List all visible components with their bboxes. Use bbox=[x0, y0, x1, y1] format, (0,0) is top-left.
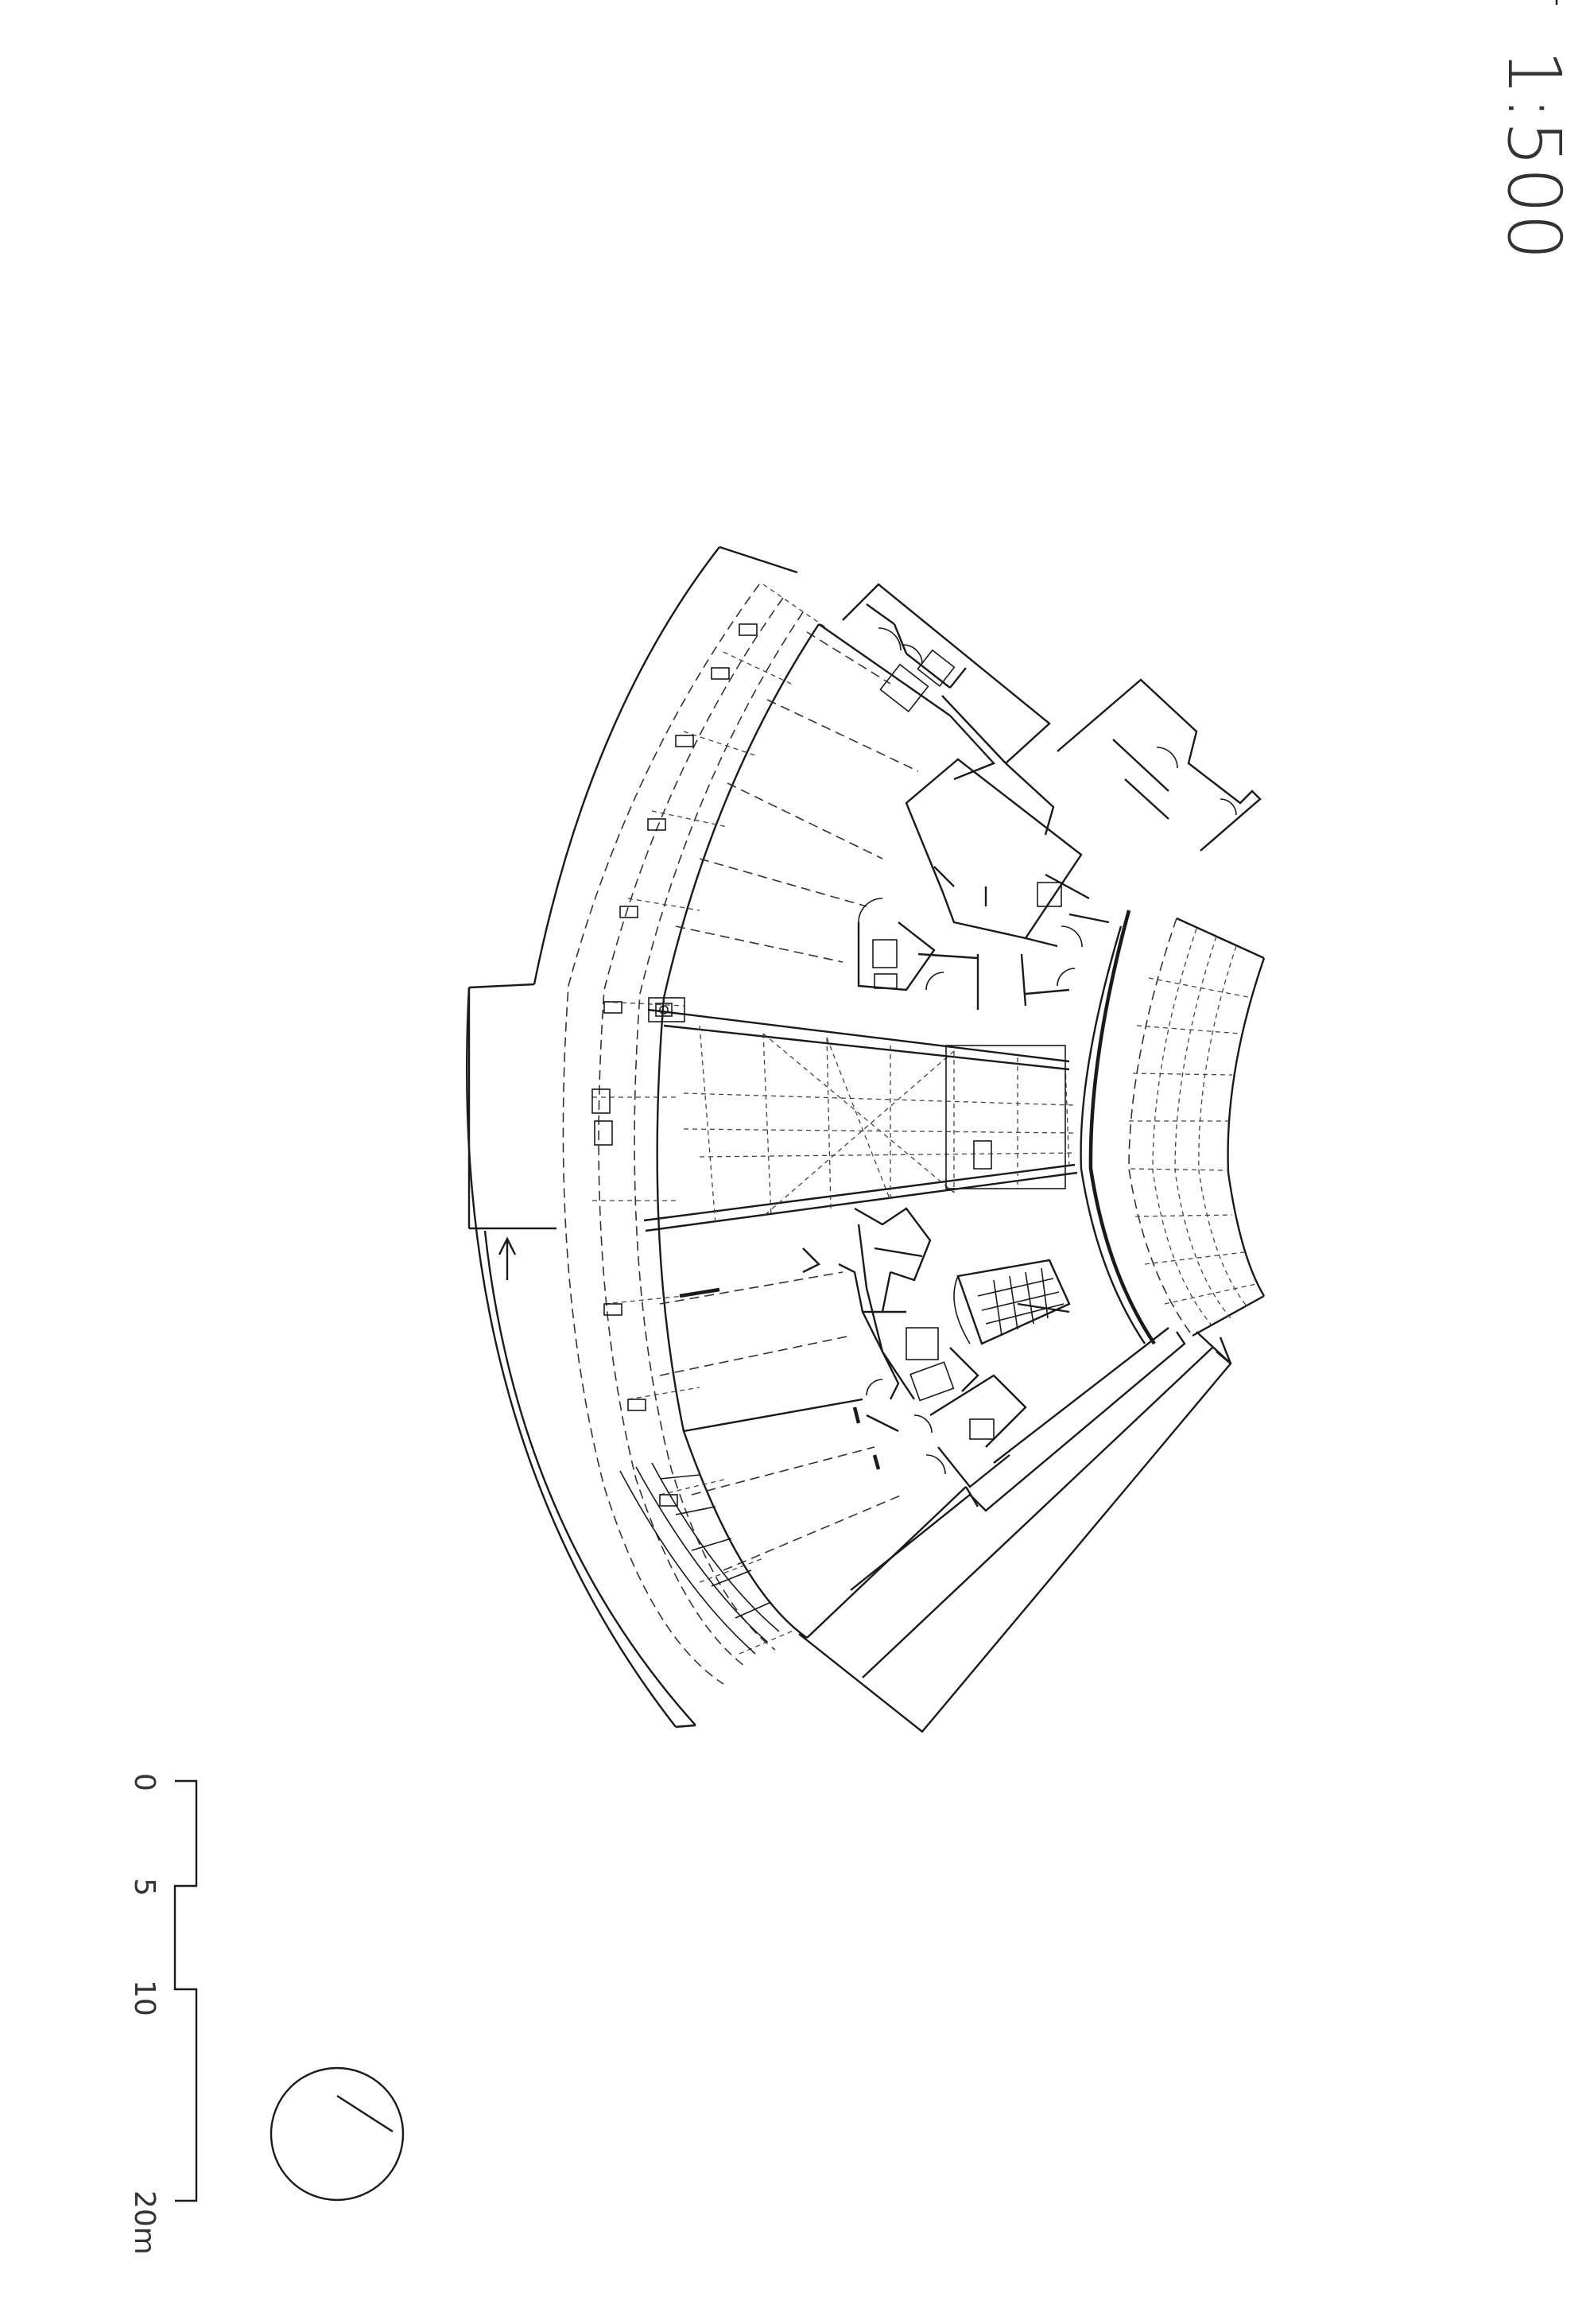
upper-wing-dashed-radials bbox=[675, 631, 919, 963]
outer-terrace-arc bbox=[483, 1230, 696, 1726]
scale-bar: 0 5 10 20m bbox=[128, 1773, 198, 2255]
lower-outer-wall bbox=[850, 1331, 1186, 1591]
central-hall bbox=[648, 997, 1076, 1225]
colonnade-arc-1 bbox=[562, 584, 760, 1685]
north-arrow-circle-icon bbox=[270, 2066, 405, 2202]
stair-landing bbox=[1017, 1302, 1070, 1313]
boundary-bottom-tip bbox=[675, 1724, 696, 1728]
colonnade-radials bbox=[592, 584, 828, 1655]
ramp-arrow-head bbox=[1216, 1351, 1231, 1364]
boundary-segment-a bbox=[719, 545, 798, 574]
colonnade-arc-3 bbox=[634, 611, 804, 1651]
boundary-segment-b bbox=[468, 983, 535, 989]
ramp-arrow-head-2 bbox=[1219, 1337, 1232, 1364]
colonnade-arc-2 bbox=[598, 597, 784, 1669]
lower-wing-dashed-radials bbox=[659, 1271, 903, 1571]
stair-core bbox=[953, 1259, 1071, 1345]
ramp-wedge bbox=[798, 1331, 1232, 1733]
scale-bar-line bbox=[173, 1779, 198, 2202]
lower-service-block bbox=[679, 1207, 1071, 1507]
radial-walls bbox=[643, 623, 1078, 1639]
scale-label: 1:500 bbox=[1491, 49, 1576, 260]
scale-tick-0: 0 bbox=[128, 1773, 161, 1791]
upper-service-block bbox=[842, 583, 1262, 852]
outer-site-boundary-upper bbox=[533, 546, 720, 985]
ramp-inner-line bbox=[862, 1347, 1213, 1678]
inner-facade-arc bbox=[1080, 925, 1146, 1344]
upper-central-rooms bbox=[857, 715, 1110, 1010]
inner-facade-thick bbox=[1088, 910, 1156, 1345]
scale-tick-10: 10 bbox=[128, 1980, 161, 2016]
scale-tick-20m: 20m bbox=[128, 2190, 161, 2255]
courtyard-arc-outer bbox=[1128, 918, 1193, 1337]
courtyard-grid bbox=[1129, 928, 1257, 1327]
lower-wall-inner bbox=[993, 1327, 1169, 1464]
courtyard-top-edge bbox=[1176, 917, 1265, 960]
access-arrow bbox=[498, 1236, 517, 1255]
outer-site-boundary-lower bbox=[465, 987, 677, 1728]
scale-tick-5: 5 bbox=[128, 1878, 161, 1896]
floor-plan bbox=[465, 545, 1266, 1733]
courtyard-arc-inner bbox=[1227, 957, 1266, 1297]
terrace-units bbox=[591, 623, 758, 1507]
building-outer-wall-arc bbox=[656, 623, 820, 1639]
terrace-steps-lower bbox=[619, 1462, 780, 1655]
